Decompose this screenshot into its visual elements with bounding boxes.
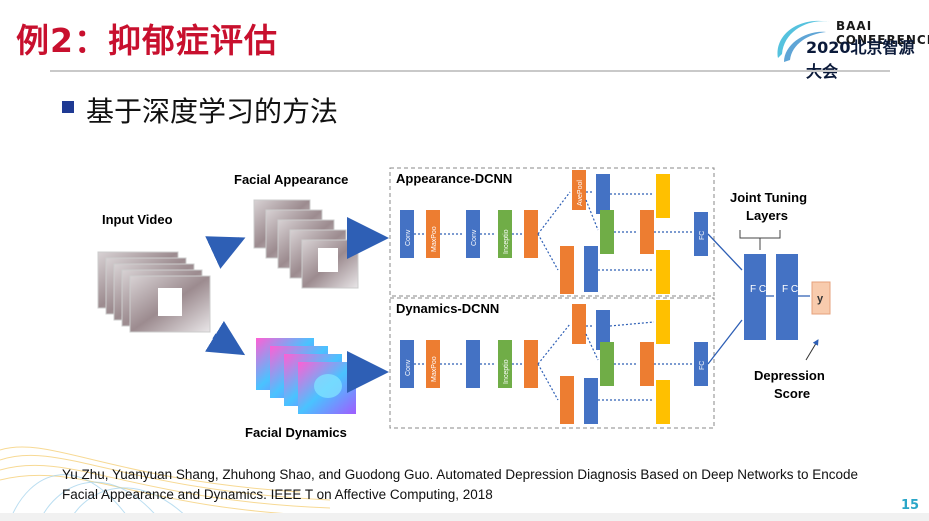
appearance-network xyxy=(400,170,708,294)
block-label-maxpool-dyn: MaxPoo xyxy=(431,356,438,382)
reference-line-1: Yu Zhu, Yuanyuan Shang, Zhuhong Shao, an… xyxy=(62,467,859,482)
fc1-label: F C 1 xyxy=(750,284,775,295)
facial-dynamics-label: Facial Dynamics xyxy=(245,425,347,440)
dynamics-network xyxy=(400,300,708,424)
block-label-maxpool: MaxPoo xyxy=(431,226,438,252)
bottom-bar xyxy=(0,513,929,521)
fc1-block xyxy=(744,254,766,340)
dynamics-dcnn-box xyxy=(389,297,715,429)
fc2-label: F C 2 xyxy=(782,284,807,295)
page-number: 15 xyxy=(901,498,920,513)
facial-dynamics-frames xyxy=(256,338,356,414)
block-label-inception: Inceptio xyxy=(503,229,510,254)
block-label-inception-dyn: Inceptio xyxy=(503,359,510,384)
block-label-conv-2: Conv xyxy=(471,229,478,246)
block-label-fc-dyn: FC xyxy=(699,361,706,370)
conference-logo xyxy=(777,20,830,62)
block-label-avepool: AvePool xyxy=(577,180,584,206)
bullet-text: 基于深度学习的方法 xyxy=(86,95,339,128)
input-video-label: Input Video xyxy=(102,212,173,227)
block-label-conv: Conv xyxy=(405,229,412,246)
facial-appearance-frames xyxy=(253,199,359,289)
decorative-wave-lines xyxy=(0,446,330,520)
bullet-square-icon xyxy=(62,101,74,113)
layers-label: Layers xyxy=(746,208,788,223)
output-y-block xyxy=(811,281,831,315)
score-label: Score xyxy=(774,386,810,401)
reference-line-2: Facial Appearance and Dynamics. IEEE T o… xyxy=(62,487,493,502)
logo-top-text: BAAI CONFERENCE xyxy=(836,19,929,47)
joint-tuning-label: Joint Tuning xyxy=(730,190,807,205)
facial-appearance-label: Facial Appearance xyxy=(234,172,348,187)
dynamics-dcnn-label: Dynamics-DCNN xyxy=(396,301,499,316)
reference-citation: Yu Zhu, Yuanyuan Shang, Zhuhong Shao, an… xyxy=(62,465,902,505)
architecture-diagram: Input Video Facial Appearance Facial Dyn… xyxy=(97,167,831,440)
block-label-fc: FC xyxy=(699,231,706,240)
appearance-dcnn-label: Appearance-DCNN xyxy=(396,171,512,186)
logo-bottom-text: 2020北京智源大会 xyxy=(806,38,915,81)
title-divider xyxy=(50,70,890,72)
depression-label: Depression xyxy=(754,368,825,383)
block-label-conv-dyn: Conv xyxy=(405,359,412,376)
output-y-label: y xyxy=(817,293,824,305)
slide-title: 例2：抑郁症评估 xyxy=(16,21,278,60)
appearance-dcnn-box xyxy=(389,167,715,297)
input-video-frames xyxy=(97,251,211,333)
fc2-block xyxy=(776,254,798,340)
